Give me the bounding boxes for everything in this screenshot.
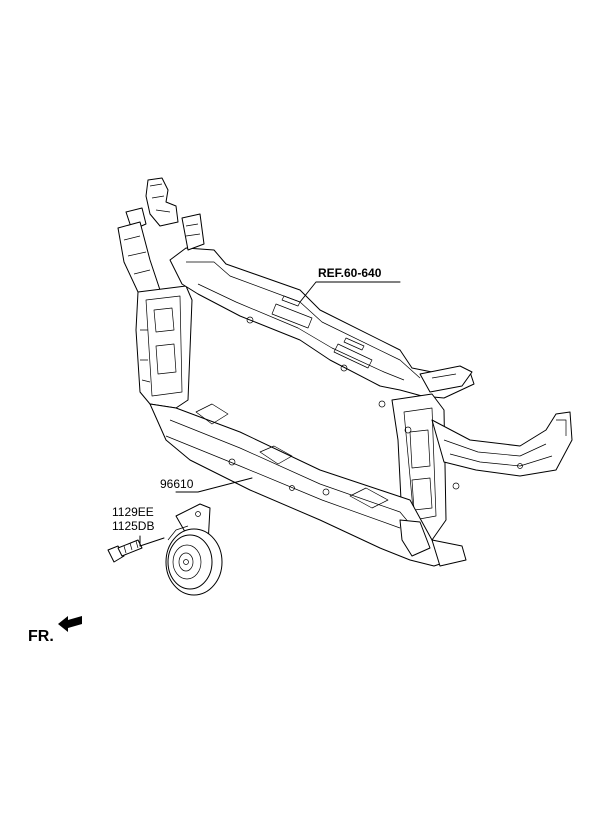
- front-arrow-icon: [58, 616, 82, 632]
- reference-label: REF.60-640: [318, 266, 382, 280]
- horn-part-number: 96610: [160, 477, 194, 491]
- horn-leader-line: [175, 477, 253, 493]
- reference-leader-line: [299, 281, 401, 303]
- horn-assembly: [165, 503, 223, 596]
- bolt: [107, 539, 143, 563]
- radiator-support-panel: [117, 177, 573, 567]
- front-indicator-label: FR.: [28, 628, 54, 645]
- bolt-part-number-1: 1129EE: [112, 505, 154, 519]
- bolt-part-number-2: 1125DB: [112, 519, 154, 533]
- bolt-leader-line: [139, 535, 165, 547]
